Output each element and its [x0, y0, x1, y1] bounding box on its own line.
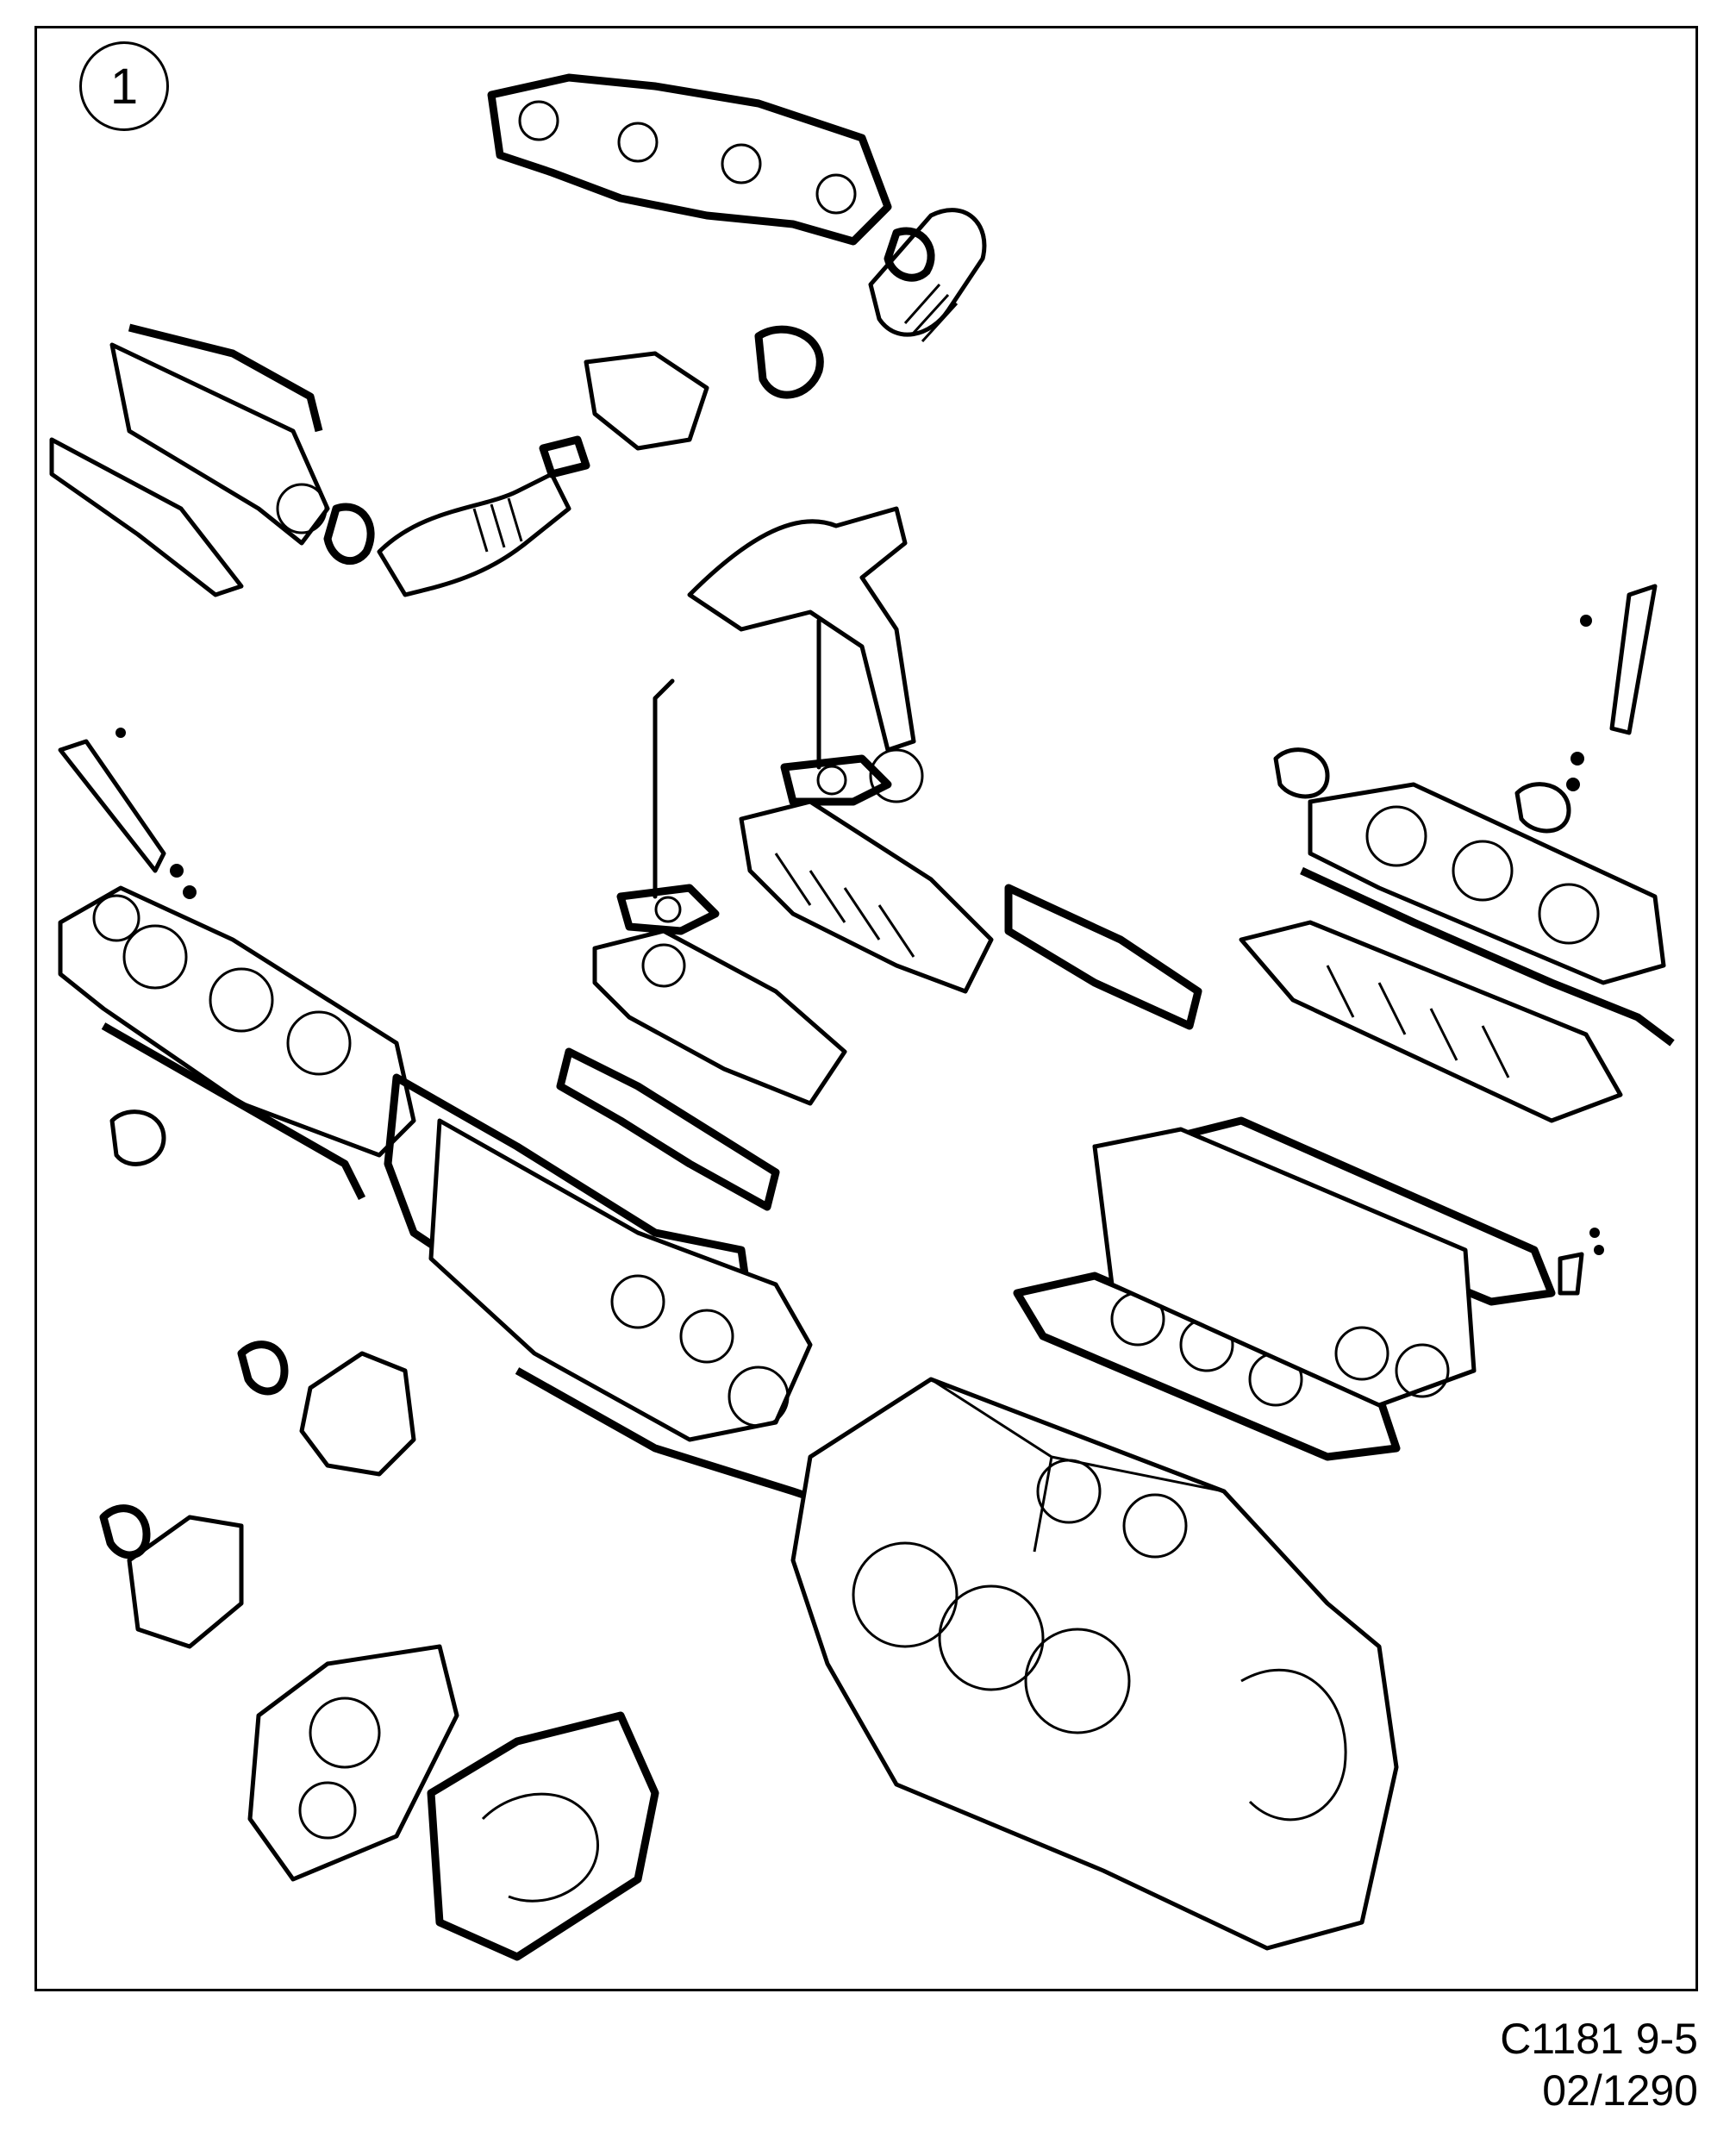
right-cylinder-head [1092, 1127, 1604, 1408]
left-exhaust-manifold [49, 323, 375, 597]
oil-pump-housing [99, 1504, 244, 1649]
diagram-frame [34, 26, 1698, 1991]
left-cylinder-head [384, 1073, 846, 1513]
item-callout: 1 [79, 41, 169, 131]
right-valve-cover [1273, 747, 1675, 1047]
egr-crossover-pipe [653, 506, 924, 899]
center-gaskets [616, 754, 892, 935]
right-lower-intake [1239, 920, 1623, 1123]
right-injector [1566, 584, 1658, 791]
center-intake-plenum [556, 928, 847, 1211]
timing-cover-gasket-rear [427, 1711, 659, 1961]
left-valve-cover [58, 885, 416, 1201]
left-egr-pipe [377, 351, 709, 597]
figure-date: 02/1290 [1542, 2066, 1698, 2115]
figure-caption: C1181 9-5 02/1290 [1500, 2013, 1698, 2116]
left-injector [58, 728, 197, 899]
timing-cover-gasket-left [247, 1644, 459, 1882]
exploded-view-drawing [49, 73, 1675, 1961]
water-pump-housing [237, 1340, 416, 1477]
figure-code: C1181 9-5 [1500, 2015, 1698, 2063]
right-intake-manifold [739, 799, 1202, 1030]
callout-number: 1 [109, 58, 139, 115]
upper-exhaust-gasket [487, 73, 892, 246]
upper-egr-pipe [754, 208, 987, 399]
engine-block [790, 1377, 1399, 1951]
